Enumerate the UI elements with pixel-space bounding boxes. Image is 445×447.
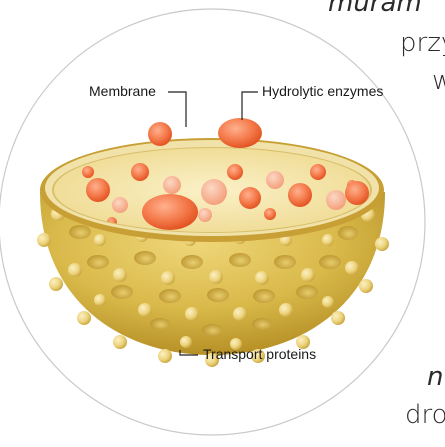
hydrolytic-enzyme-vesicle <box>218 118 262 148</box>
transport-proteins-label: Transport proteins <box>203 346 316 362</box>
rim-vesicle <box>345 181 369 205</box>
membrane-vesicle <box>148 122 172 146</box>
membrane-label: Membrane <box>89 83 156 99</box>
hydrolytic-enzymes-label: Hydrolytic enzymes <box>262 83 383 99</box>
